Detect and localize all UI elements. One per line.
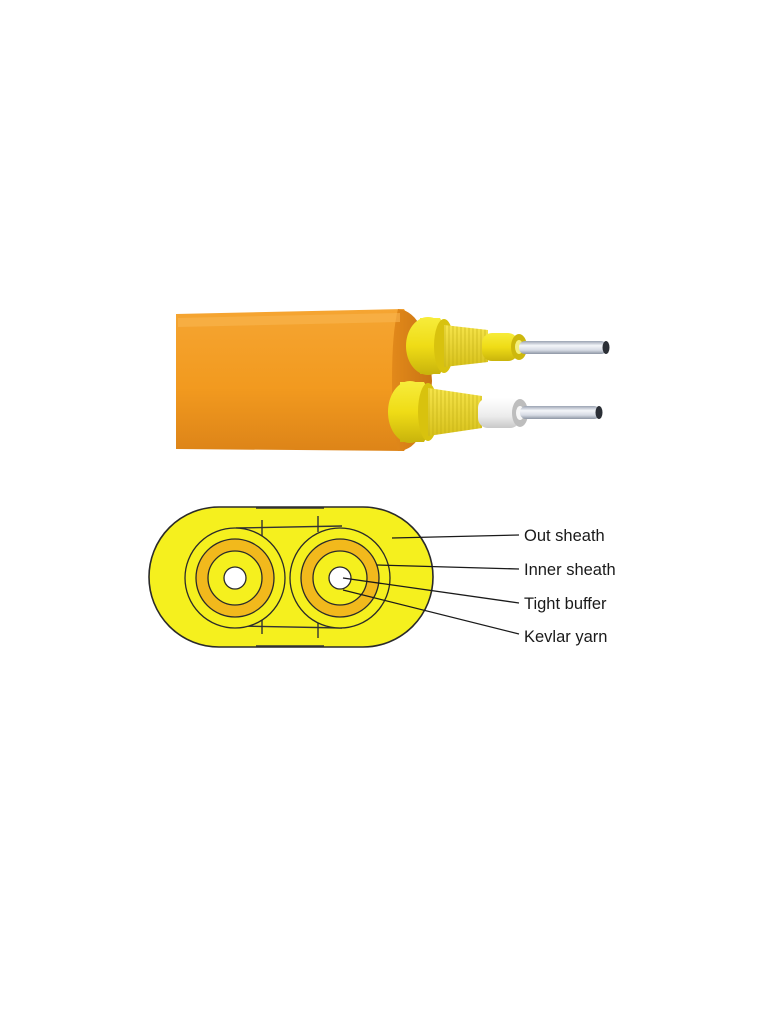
leader-tight-buffer xyxy=(342,577,520,604)
label-inner-sheath: Inner sheath xyxy=(524,561,616,579)
outer-jacket-body xyxy=(176,309,418,451)
upper-subunit xyxy=(406,317,610,375)
leader-lines xyxy=(342,534,520,635)
label-kevlar-yarn: Kevlar yarn xyxy=(524,628,607,646)
cross-section: Out sheath Inner sheath Tight buffer Kev… xyxy=(148,506,616,648)
lower-subunit xyxy=(388,381,603,443)
left-tight-buffer xyxy=(223,566,247,590)
left-unit xyxy=(184,527,286,629)
label-out-sheath: Out sheath xyxy=(524,527,605,545)
internal-lines xyxy=(235,507,343,647)
leader-kevlar-yarn xyxy=(342,589,520,635)
upper-tight-buffer xyxy=(482,333,518,361)
leader-out-sheath xyxy=(391,534,520,539)
cable-illustration xyxy=(176,309,610,451)
right-tight-buffer xyxy=(328,566,352,590)
right-unit xyxy=(289,527,391,629)
lower-tight-buffer xyxy=(478,398,520,428)
label-tight-buffer: Tight buffer xyxy=(524,595,607,613)
leader-inner-sheath xyxy=(376,564,520,570)
lower-fiber xyxy=(520,406,600,419)
outer-jacket-highlight xyxy=(178,313,400,327)
upper-fiber xyxy=(519,341,607,354)
